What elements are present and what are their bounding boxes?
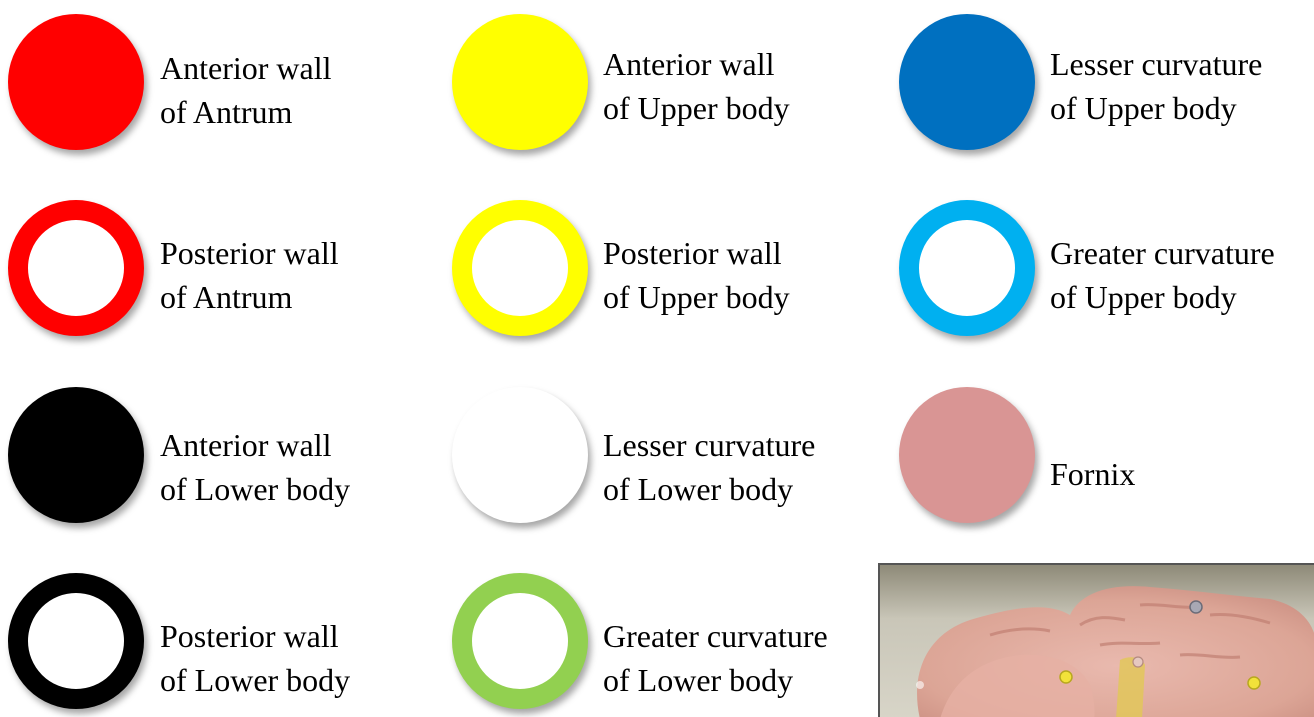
marker-lesser-curvature-upper-body <box>899 14 1035 150</box>
label-fornix: Fornix <box>1050 452 1135 496</box>
marker-posterior-antrum <box>8 200 144 336</box>
label-posterior-upper-body: Posterior wallof Upper body <box>603 231 790 319</box>
marker-greater-curvature-upper-body <box>899 200 1035 336</box>
label-greater-curvature-upper-body: Greater curvatureof Upper body <box>1050 231 1275 319</box>
label-anterior-lower-body: Anterior wallof Lower body <box>160 423 350 511</box>
marker-anterior-upper-body <box>452 14 588 150</box>
marker-anterior-lower-body <box>8 387 144 523</box>
marker-lesser-curvature-lower-body <box>452 387 588 523</box>
marker-posterior-lower-body <box>8 573 144 709</box>
label-greater-curvature-lower-body: Greater curvatureof Lower body <box>603 614 828 702</box>
marker-posterior-upper-body <box>452 200 588 336</box>
stomach-specimen-drawing <box>880 565 1314 717</box>
marker-anterior-antrum <box>8 14 144 150</box>
label-lesser-curvature-lower-body: Lesser curvatureof Lower body <box>603 423 815 511</box>
label-posterior-lower-body: Posterior wallof Lower body <box>160 614 350 702</box>
label-anterior-antrum: Anterior wallof Antrum <box>160 46 332 134</box>
stomach-specimen-photo <box>878 563 1314 717</box>
marker-fornix <box>899 387 1035 523</box>
label-lesser-curvature-upper-body: Lesser curvatureof Upper body <box>1050 42 1262 130</box>
label-anterior-upper-body: Anterior wallof Upper body <box>603 42 790 130</box>
label-posterior-antrum: Posterior wallof Antrum <box>160 231 339 319</box>
marker-greater-curvature-lower-body <box>452 573 588 709</box>
